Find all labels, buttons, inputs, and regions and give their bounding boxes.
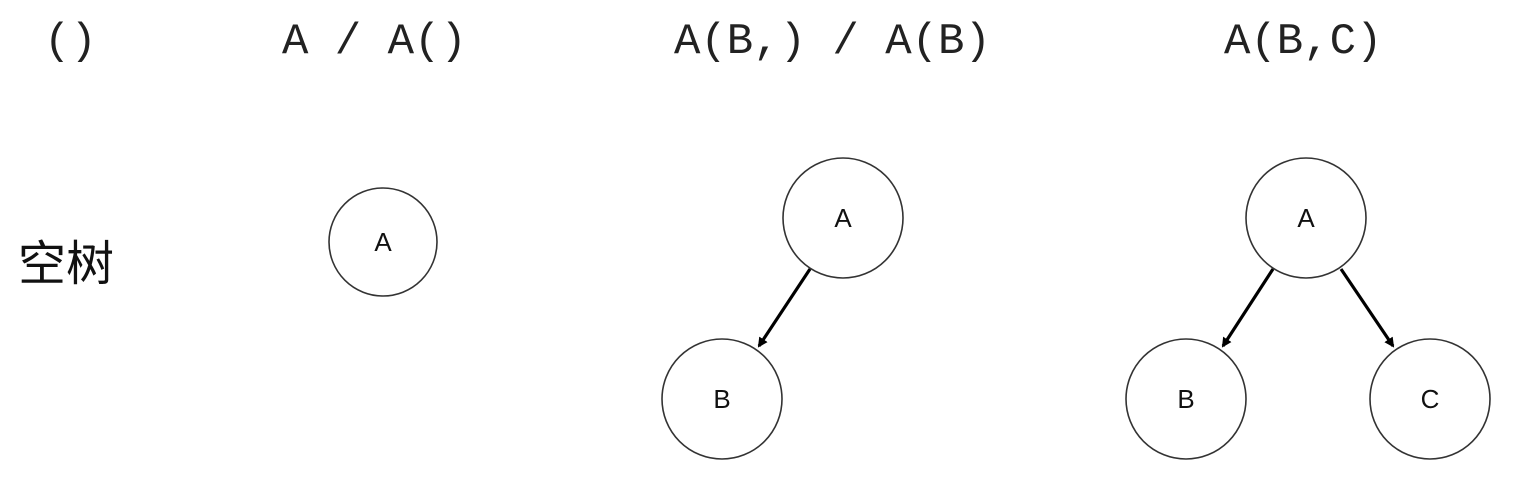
edge-left-root-to-b [757, 268, 812, 348]
notation-two-children: A(B,C) [1224, 17, 1383, 67]
node-left-root: A [782, 157, 904, 279]
tree-left-child: A B [661, 157, 904, 460]
node-left-root-label: A [834, 203, 852, 233]
node-single-root-label: A [374, 227, 392, 257]
node-full-root-circle [1245, 157, 1367, 279]
node-full-root-label: A [1297, 203, 1315, 233]
notation-empty-tree: () [44, 17, 97, 67]
empty-tree-label: 空树 [18, 236, 115, 292]
node-single-root-circle [328, 187, 438, 297]
edge-full-root-to-c [1339, 268, 1395, 348]
notation-single-node: A / A() [282, 17, 467, 67]
node-left-child-b-label: B [713, 384, 730, 414]
tree-two-children: A B C [1125, 157, 1491, 460]
tree-single-node: A [328, 187, 438, 297]
notation-left-child: A(B,) / A(B) [674, 17, 991, 67]
node-single-root: A [328, 187, 438, 297]
node-full-child-b-circle [1125, 338, 1247, 460]
node-left-root-circle [782, 157, 904, 279]
node-full-child-c-label: C [1421, 384, 1440, 414]
node-full-child-c: C [1369, 338, 1491, 460]
node-full-root: A [1245, 157, 1367, 279]
node-left-child-b-circle [661, 338, 783, 460]
node-full-child-b: B [1125, 338, 1247, 460]
node-full-child-c-circle [1369, 338, 1491, 460]
node-full-child-b-label: B [1177, 384, 1194, 414]
edge-full-root-to-b [1221, 268, 1275, 348]
node-left-child-b: B [661, 338, 783, 460]
